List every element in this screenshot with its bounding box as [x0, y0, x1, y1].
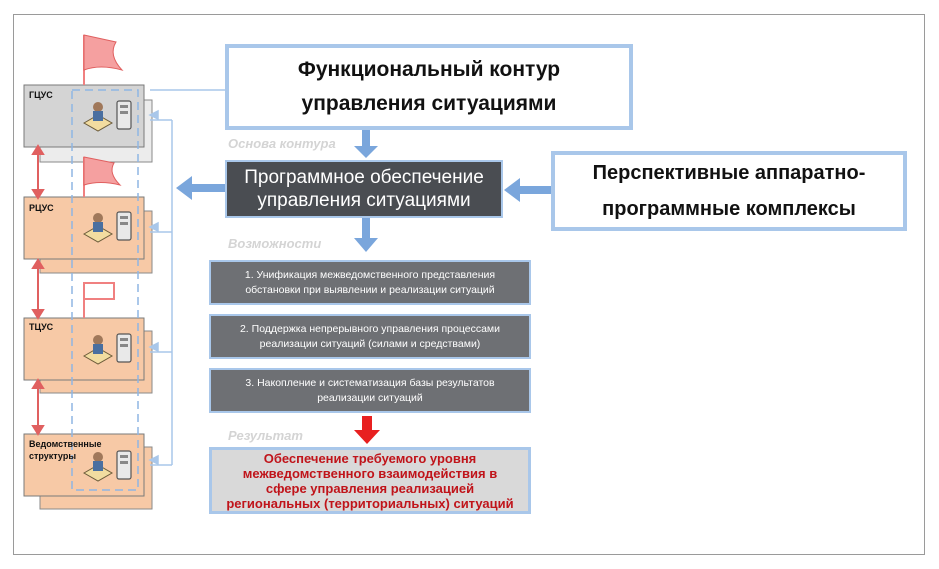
level-label-rcus: РЦУС: [29, 203, 54, 213]
level-link-arrows: [31, 144, 45, 436]
perspective-line2: программные комплексы: [602, 198, 856, 220]
capabilities-label: Возможности: [228, 236, 322, 251]
capability-item-3: 3. Накопление и систематизация базы резу…: [209, 368, 531, 413]
capability-2-line1: 2. Поддержка непрерывного управления про…: [239, 322, 501, 335]
perspective-complexes-box: Перспективные аппаратно- программные ком…: [551, 151, 907, 231]
functional-contour-line1: Функциональный контур: [297, 58, 561, 81]
flag-icon-3: [83, 282, 115, 318]
flag-icon-1: [83, 34, 124, 85]
functional-contour-line2: управления ситуациями: [301, 92, 557, 115]
diagram-frame: [13, 14, 925, 555]
feedback-lines: [148, 89, 225, 466]
result-box: Обеспечение требуемого уровня межведомст…: [209, 447, 531, 514]
level-label-tcus: ТЦУС: [29, 322, 54, 332]
software-line1: Программное обеспечение: [244, 167, 484, 188]
software-line2: управления ситуациями: [257, 190, 471, 211]
capability-1-line2: обстановки при выявлении и реализации си…: [245, 283, 495, 296]
capability-3-line2: реализации ситуаций: [317, 391, 423, 404]
result-line1: Обеспечение требуемого уровня: [263, 450, 477, 466]
arrow-result-down: [354, 416, 380, 444]
capability-item-2: 2. Поддержка непрерывного управления про…: [209, 314, 531, 359]
capability-2-line2: реализации ситуаций (силами и средствами…: [259, 337, 481, 350]
arrow-software-down: [354, 218, 378, 252]
result-label: Результат: [228, 428, 303, 443]
arrow-to-levels: [176, 176, 225, 200]
capability-1-line1: 1. Унификация межведомственного представ…: [244, 268, 496, 281]
result-line2: межведомственного взаимодействия в: [242, 465, 498, 481]
level-label-departments: Ведомственные структуры: [29, 438, 102, 462]
capability-item-1: 1. Унификация межведомственного представ…: [209, 260, 531, 305]
level-label-departments-line1: Ведомственные: [29, 439, 102, 449]
result-line4: региональных (территориальных) ситуаций: [226, 495, 514, 511]
dashed-column: [71, 89, 139, 491]
workstation-icons: [82, 100, 132, 482]
level-label-departments-line2: структуры: [29, 451, 77, 461]
basis-label: Основа контура: [228, 136, 336, 151]
functional-contour-box: Функциональный контур управления ситуаци…: [225, 44, 633, 130]
result-line3: сфере управления реализацией: [265, 480, 475, 496]
arrow-from-perspective: [504, 178, 551, 202]
flag-icon-2: [83, 156, 122, 197]
level-label-gcus: ГЦУС: [29, 90, 53, 100]
capability-3-line1: 3. Накопление и систематизация базы резу…: [245, 376, 495, 389]
perspective-line1: Перспективные аппаратно-: [592, 162, 866, 184]
arrow-header-down: [354, 130, 378, 158]
software-box: Программное обеспечение управления ситуа…: [225, 160, 503, 218]
